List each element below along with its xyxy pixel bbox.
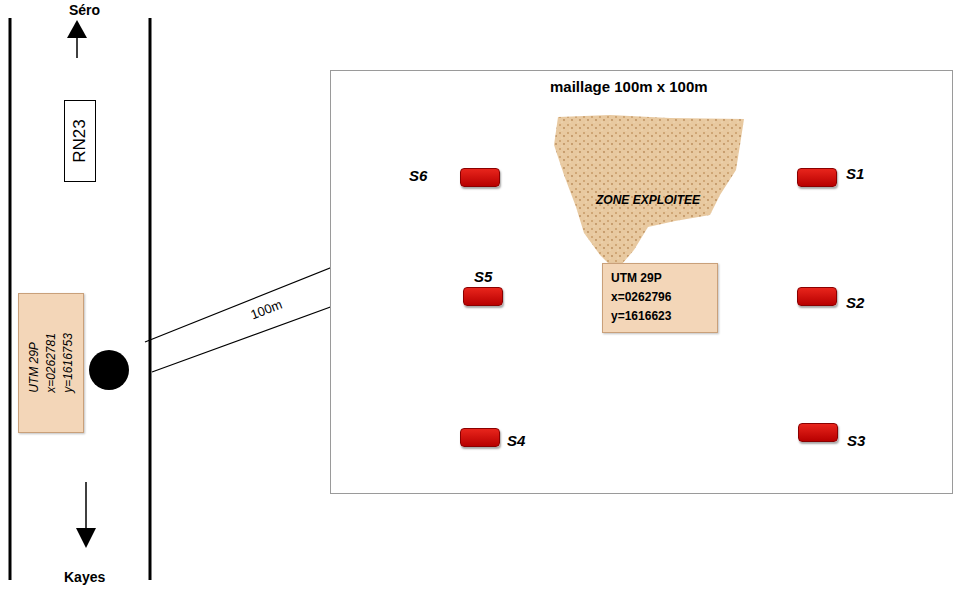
arrow-head (76, 528, 96, 548)
road-name: RN23 (70, 119, 90, 162)
road-name-wrap: RN23 (70, 119, 90, 162)
exploited-zone: ZONE EXPLOITEE (550, 115, 745, 273)
road-edge (9, 18, 12, 580)
sample-point: S6 (460, 168, 500, 187)
coordinate-box: UTM 29Px=0262796y=1616623 (602, 263, 718, 333)
grid-area: maillage 100m x 100mS6ZONE EXPLOITEE S1S5… (330, 70, 953, 494)
coordinate-box: UTM 29Px=0262781y=1616753 (18, 293, 84, 433)
grid-title: maillage 100m x 100m (550, 78, 708, 95)
direction-label: Séro (69, 2, 100, 18)
arrow-head (67, 20, 87, 38)
coordinate-box: RN23 (64, 100, 96, 182)
utm-coordinate: UTM 29P (26, 333, 43, 393)
sample-label: S1 (846, 165, 864, 182)
zone-name: ZONE EXPLOITEE (596, 193, 700, 207)
sample-point: S3 (798, 423, 838, 442)
utm-coordinate: x=0262796 (611, 288, 709, 307)
utm-coordinate: UTM 29P (611, 269, 709, 288)
utm-coordinate: y=1616753 (60, 333, 77, 393)
sample-label: S4 (507, 432, 525, 449)
sample-point: S1 (797, 168, 837, 187)
location-point (89, 350, 129, 390)
sample-point: S5 (463, 287, 503, 306)
distance-label: 100m (247, 296, 286, 323)
sample-point: S2 (797, 287, 837, 306)
sample-label: S6 (409, 167, 427, 184)
zone-shape (554, 115, 744, 271)
sample-point: S4 (460, 428, 500, 447)
road-edge (149, 18, 152, 580)
direction-arrow (85, 482, 87, 530)
sample-label: S2 (846, 294, 864, 311)
grid-frame (331, 71, 953, 494)
utm-coordinate: y=1616623 (611, 307, 709, 326)
sample-label: S5 (474, 268, 492, 285)
direction-label: Kayes (64, 569, 105, 585)
utm-coordinate: x=0262781 (43, 333, 60, 393)
coordinates-wrap: UTM 29Px=0262781y=1616753 (26, 333, 77, 393)
sample-label: S3 (847, 432, 865, 449)
direction-arrow (76, 36, 78, 58)
